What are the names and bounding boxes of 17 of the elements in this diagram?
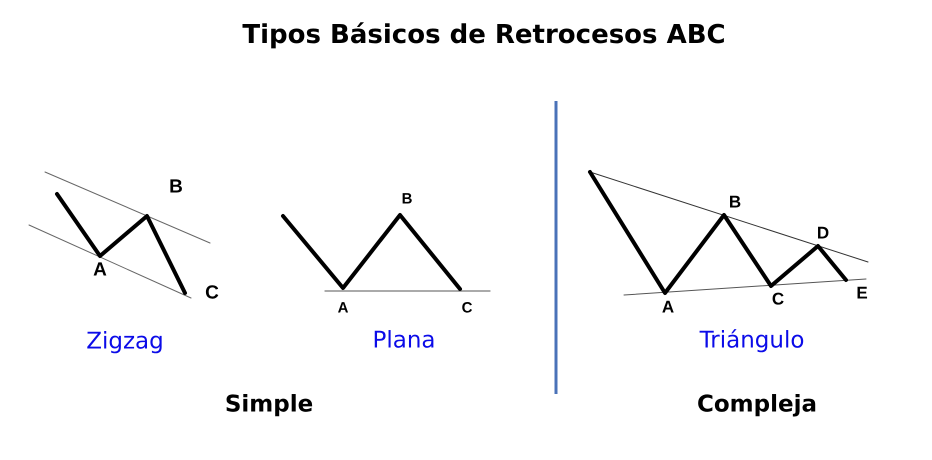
point-label: C [205,284,219,302]
title: Tipos Básicos de Retrocesos ABC [242,22,726,48]
point-label: A [338,300,348,316]
pattern-name: Triángulo [700,330,804,352]
point-label: B [728,194,742,210]
point-label: C [772,290,784,308]
pattern-name: Zigzag [86,330,164,354]
point-label: B [169,178,183,196]
point-label: A [662,298,674,316]
point-label: C [462,300,472,316]
point-label: A [93,260,107,280]
point-label: D [816,224,830,242]
category-heading: Compleja [697,394,817,416]
point-label: B [402,192,412,206]
category-heading: Simple [224,394,314,416]
point-label: E [856,284,868,302]
pattern-name: Plana [372,330,436,352]
